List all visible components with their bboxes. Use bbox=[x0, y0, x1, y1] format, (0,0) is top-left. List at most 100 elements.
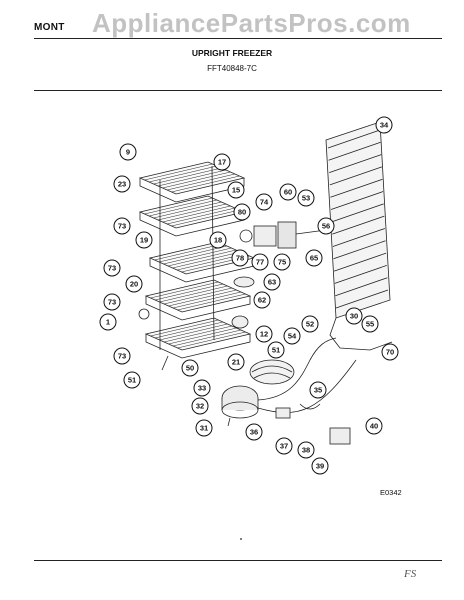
callout-19: 19 bbox=[135, 231, 153, 249]
callout-21: 21 bbox=[227, 353, 245, 371]
shelf-third bbox=[148, 241, 256, 283]
callout-label: 30 bbox=[350, 312, 358, 321]
callout-51: 51 bbox=[267, 341, 285, 359]
watermark-text: AppliancePartsPros.com bbox=[92, 8, 411, 38]
shelf-second bbox=[138, 195, 246, 237]
callout-label: 78 bbox=[236, 254, 244, 263]
footer-rule bbox=[34, 560, 442, 561]
capillary-tube bbox=[299, 403, 321, 410]
callout-label: 62 bbox=[258, 296, 266, 305]
callout-label: 36 bbox=[250, 428, 258, 437]
callout-label: 74 bbox=[260, 198, 269, 207]
callout-35: 35 bbox=[309, 381, 327, 399]
callout-63: 63 bbox=[263, 273, 281, 291]
callout-label: 40 bbox=[370, 422, 378, 431]
discharge-tube bbox=[257, 359, 357, 413]
callout-label: 73 bbox=[108, 264, 116, 273]
callout-77: 77 bbox=[251, 253, 269, 271]
callout-56: 56 bbox=[317, 217, 335, 235]
signature: FS bbox=[404, 568, 417, 580]
callout-9: 9 bbox=[119, 143, 137, 161]
condenser-coil bbox=[249, 359, 295, 385]
callout-52: 52 bbox=[301, 315, 319, 333]
callout-label: 31 bbox=[200, 424, 208, 433]
brand-text: MONT bbox=[34, 22, 65, 33]
callout-38: 38 bbox=[297, 441, 315, 459]
callout-label: 51 bbox=[272, 346, 280, 355]
callout-39: 39 bbox=[311, 457, 329, 475]
callout-15: 15 bbox=[227, 181, 245, 199]
callout-label: 9 bbox=[126, 148, 130, 157]
callout-label: 18 bbox=[214, 236, 222, 245]
callout-36: 36 bbox=[245, 423, 263, 441]
callout-label: 56 bbox=[322, 222, 330, 231]
callout-30: 30 bbox=[345, 307, 363, 325]
callout-label: 39 bbox=[316, 462, 324, 471]
diagram-title: UPRIGHT FREEZER bbox=[191, 48, 273, 58]
callout-37: 37 bbox=[275, 437, 293, 455]
callout-74: 74 bbox=[255, 193, 273, 211]
suction-tube bbox=[257, 337, 337, 401]
callout-label: 17 bbox=[218, 158, 226, 167]
callout-label: 38 bbox=[302, 446, 310, 455]
callout-54: 54 bbox=[283, 327, 301, 345]
defrost-timer bbox=[329, 427, 351, 445]
drain-part bbox=[231, 315, 249, 329]
callout-label: 21 bbox=[232, 358, 240, 367]
callout-23: 23 bbox=[113, 175, 131, 193]
callout-73: 73 bbox=[103, 293, 121, 311]
shelf-top bbox=[138, 161, 246, 203]
callout-label: 70 bbox=[386, 348, 394, 357]
callout-75: 75 bbox=[273, 253, 291, 271]
callout-33: 33 bbox=[193, 379, 211, 397]
shelf-support-right bbox=[211, 165, 215, 341]
callout-label: 73 bbox=[118, 352, 126, 361]
title-rule bbox=[34, 90, 442, 91]
callout-34: 34 bbox=[375, 116, 393, 134]
evaporator-coil bbox=[325, 121, 393, 351]
callout-label: 1 bbox=[106, 318, 110, 327]
callout-label: 75 bbox=[278, 258, 286, 267]
thermostat-assembly bbox=[239, 221, 327, 249]
callout-73: 73 bbox=[113, 217, 131, 235]
callout-label: 33 bbox=[198, 384, 206, 393]
header-rule bbox=[34, 38, 442, 39]
callout-label: 15 bbox=[232, 186, 240, 195]
callout-12: 12 bbox=[255, 325, 273, 343]
callout-label: 19 bbox=[140, 236, 148, 245]
callout-label: 65 bbox=[310, 254, 318, 263]
drain-hose bbox=[161, 355, 169, 371]
callout-label: 34 bbox=[380, 121, 389, 130]
callout-20: 20 bbox=[125, 275, 143, 293]
callout-65: 65 bbox=[305, 249, 323, 267]
callout-55: 55 bbox=[361, 315, 379, 333]
callout-73: 73 bbox=[113, 347, 131, 365]
callout-18: 18 bbox=[209, 231, 227, 249]
callout-label: 37 bbox=[280, 442, 288, 451]
callout-51: 51 bbox=[123, 371, 141, 389]
callout-62: 62 bbox=[253, 291, 271, 309]
figure-code: E0342 bbox=[380, 488, 402, 497]
shelf-clip bbox=[138, 308, 150, 320]
callout-label: 55 bbox=[366, 320, 374, 329]
shelf-bottom bbox=[144, 317, 252, 359]
shelf-fourth bbox=[144, 279, 252, 321]
callout-label: 51 bbox=[128, 376, 136, 385]
callout-label: 50 bbox=[186, 364, 194, 373]
callout-label: 20 bbox=[130, 280, 138, 289]
callout-label: 73 bbox=[118, 222, 126, 231]
callout-17: 17 bbox=[213, 153, 231, 171]
callout-50: 50 bbox=[181, 359, 199, 377]
callout-label: 32 bbox=[196, 402, 204, 411]
callout-60: 60 bbox=[279, 183, 297, 201]
overload-relay bbox=[275, 407, 291, 419]
model-number: FFT40848-7C bbox=[207, 64, 257, 73]
callout-80: 80 bbox=[233, 203, 251, 221]
callout-label: 35 bbox=[314, 386, 322, 395]
callout-73: 73 bbox=[103, 259, 121, 277]
callout-78: 78 bbox=[231, 249, 249, 267]
callout-label: 12 bbox=[260, 330, 268, 339]
callout-label: 54 bbox=[288, 332, 297, 341]
callout-label: 52 bbox=[306, 320, 314, 329]
